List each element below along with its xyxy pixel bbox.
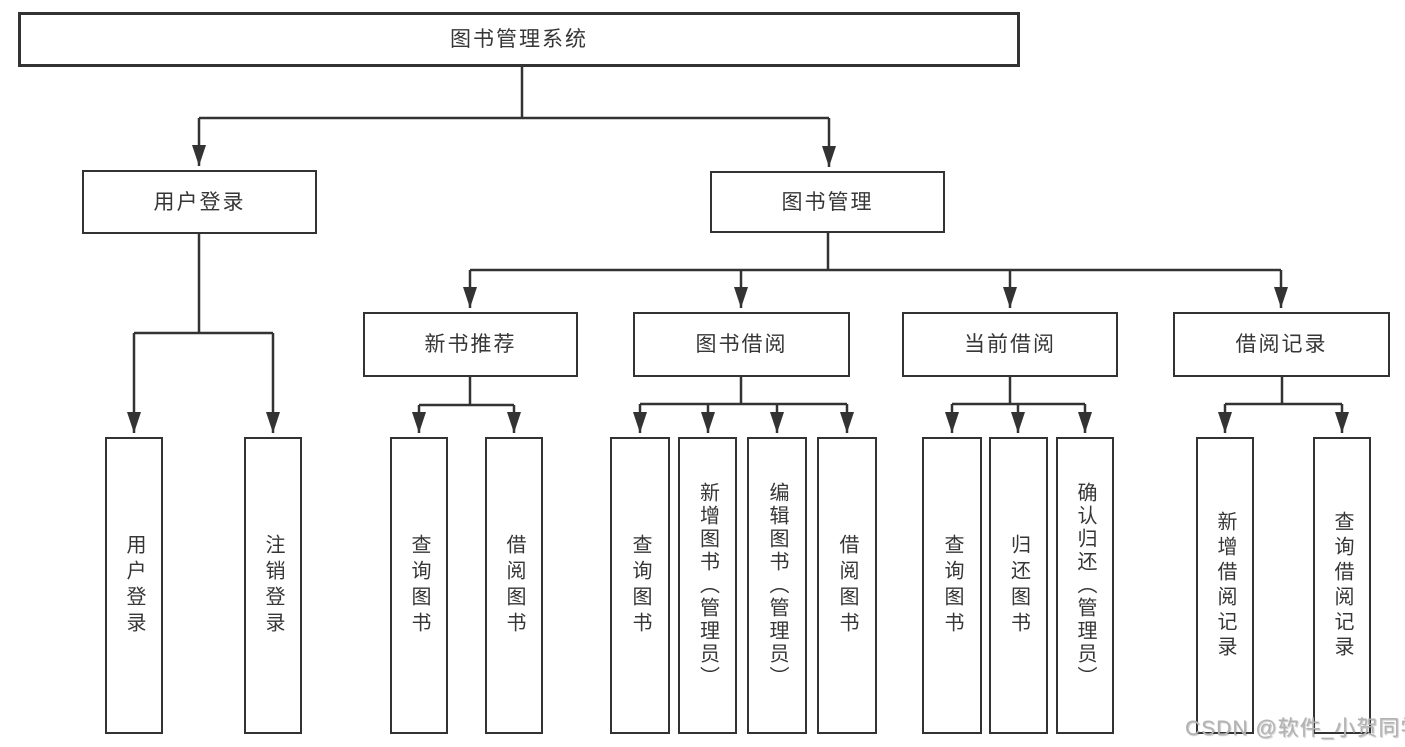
leaf-label: 借阅图书 [503, 533, 525, 638]
leaf-label: 注销登录 [262, 533, 284, 638]
node-root-system: 图书管理系统 [18, 12, 1020, 67]
node-borrow-records: 借阅记录 [1173, 312, 1390, 377]
node-current-borrow: 当前借阅 [902, 312, 1118, 377]
node-leaf-query-books-recommend: 查询图书 [390, 437, 448, 734]
leaf-label: 归还图书 [1007, 533, 1030, 638]
leaf-label: 用户登录 [123, 533, 145, 638]
node-leaf-query-books-borrow: 查询图书 [610, 437, 670, 734]
node-leaf-edit-books: 编辑图书（管理员） [747, 437, 807, 734]
leaf-label: 确认归还（管理员） [1074, 482, 1096, 689]
node-leaf-add-books: 新增图书（管理员） [678, 437, 737, 734]
leaf-label: 编辑图书（管理员） [766, 482, 788, 689]
leaf-label: 查询图书 [629, 533, 651, 638]
node-leaf-query-borrow-record: 查询借阅记录 [1313, 437, 1371, 734]
node-book-management: 图书管理 [710, 171, 945, 233]
leaf-label: 查询借阅记录 [1331, 510, 1353, 661]
node-user-login: 用户登录 [82, 170, 317, 234]
node-leaf-borrow-books-recommend: 借阅图书 [485, 437, 543, 734]
node-leaf-user-login: 用户登录 [105, 437, 163, 734]
node-leaf-query-books-current: 查询图书 [922, 437, 982, 734]
node-leaf-confirm-return: 确认归还（管理员） [1056, 437, 1114, 734]
leaf-label: 新增借阅记录 [1214, 510, 1236, 661]
leaf-label: 借阅图书 [836, 533, 858, 638]
node-new-book-recommend: 新书推荐 [363, 312, 578, 377]
leaf-label: 查询图书 [408, 533, 430, 638]
csdn-watermark: CSDN @软件_小贺同学 [1185, 717, 1405, 740]
leaf-label: 新增图书（管理员） [696, 482, 719, 689]
node-book-borrow: 图书借阅 [633, 312, 850, 377]
node-leaf-add-borrow-record: 新增借阅记录 [1196, 437, 1254, 734]
node-leaf-logout: 注销登录 [244, 437, 302, 734]
node-leaf-return-books: 归还图书 [989, 437, 1048, 734]
node-leaf-borrow-books-borrow: 借阅图书 [817, 437, 877, 734]
leaf-label: 查询图书 [941, 533, 963, 638]
